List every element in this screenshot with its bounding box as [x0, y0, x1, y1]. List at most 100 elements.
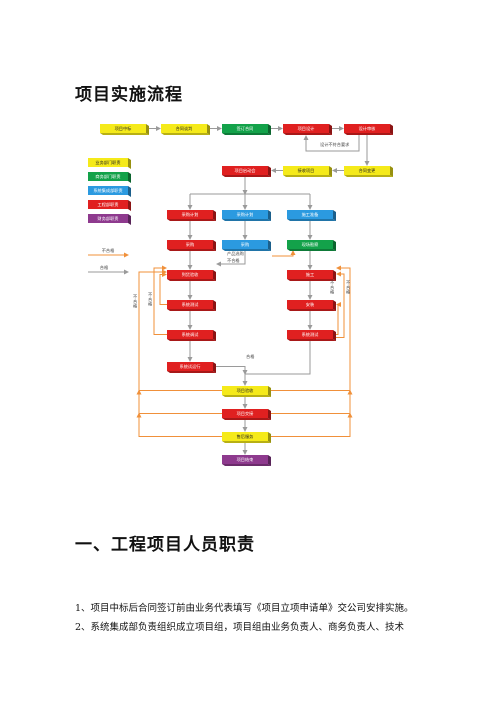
legend-item: 业务部门职责 [88, 158, 131, 169]
flow-box-test1: 系统测试 [167, 300, 216, 311]
flow-box-after: 售后服务 [222, 432, 271, 443]
legend-swatch [88, 200, 128, 209]
flow-box-label: 系统调试 [182, 331, 200, 338]
flow-box-label: 到货验收 [182, 271, 200, 278]
flow-connector [216, 251, 246, 267]
note-reject-right-1: 不合格 [330, 280, 335, 296]
legend-swatch [88, 172, 128, 181]
section-heading: 一、工程项目人员职责 [75, 535, 255, 555]
flow-box-construct: 施工 [287, 270, 336, 281]
note-design-not-compliant: 设计不符合要求 [320, 141, 350, 148]
flow-box-accept: 项目验收 [222, 386, 271, 397]
note-pass: 合格 [246, 353, 255, 360]
flow-connector [271, 389, 353, 414]
flow-box-receive: 接收项目 [283, 166, 332, 177]
flow-box-label: 采购 [241, 241, 249, 248]
flow-box-exec-l: 采购 [167, 240, 216, 251]
flow-box-label: 系统测试 [302, 331, 320, 338]
flow-box-label: 采购计划 [182, 211, 199, 218]
flow-box-label: 现场勘察 [302, 241, 320, 248]
flow-box-kickoff: 项目启动会 [222, 166, 271, 177]
legend-label: 业务部门职责 [95, 159, 120, 166]
flow-box-proc-l: 采购计划 [167, 210, 216, 221]
flow-connector [272, 250, 296, 257]
flow-box-label: 项目交接 [237, 410, 255, 417]
flow-box-install: 安装 [287, 300, 336, 311]
flow-connector [138, 269, 222, 391]
flow-box-label: 项目设计 [298, 125, 315, 132]
flow-box-label: 项目启动会 [235, 167, 257, 174]
flow-box-label: 合同谈判 [176, 125, 193, 132]
legend-pass-label: 合格 [100, 264, 109, 271]
flow-box-label: 设计审核 [359, 125, 377, 132]
flow-connector [159, 272, 167, 305]
legend-item: 财务部职责 [88, 214, 131, 225]
flow-box-label: 接收项目 [298, 167, 315, 174]
flow-box-label: 采购计划 [237, 211, 254, 218]
paragraph-1: 1、项目中标后合同签订前由业务代表填写《项目立项申请单》交公司安排实施。 [75, 603, 414, 614]
flow-box-label: 项目验收 [237, 387, 255, 394]
flow-connector [242, 341, 311, 386]
note-reject-right-2: 不合格 [346, 280, 351, 296]
flow-connector [136, 412, 222, 437]
flow-box-label: 施工准备 [302, 211, 320, 218]
flow-box-trial: 系统试运行 [167, 362, 216, 373]
legend-swatch [88, 186, 128, 195]
legend-item: 系统集成部职责 [88, 186, 131, 197]
flow-box-sign: 签订合同 [222, 124, 271, 135]
flow-box-design: 项目设计 [283, 124, 332, 135]
legend-label: 商务部门职责 [95, 173, 120, 180]
flow-box-test3: 系统测试 [287, 330, 336, 341]
flow-box-label: 采购 [186, 241, 194, 248]
paragraph-2: 2、系统集成部负责组织成立项目组，项目组由业务负责人、商务负责人、技术 [75, 622, 405, 633]
flow-box-exec-m: 采购 [222, 240, 271, 251]
flow-connector [216, 366, 248, 375]
flow-box-exec-r: 现场勘察 [287, 240, 336, 251]
legend-label: 系统集成部职责 [93, 187, 122, 194]
flow-box-close: 项目结束 [222, 455, 271, 466]
flow-box-label: 系统测试 [182, 301, 200, 308]
flow-box-proc-r: 施工准备 [287, 210, 336, 221]
flow-box-contract: 合同谈判 [161, 124, 210, 135]
flow-connector [336, 271, 345, 338]
legend-item: 工程部职责 [88, 200, 131, 211]
flow-connector [271, 412, 353, 437]
flow-box-handover: 项目交接 [222, 409, 271, 420]
legend-item: 商务部门职责 [88, 172, 131, 183]
legend-label: 工程部职责 [98, 201, 119, 208]
legend-label: 财务部职责 [98, 215, 119, 222]
flow-box-proc-m: 采购计划 [222, 210, 271, 221]
flow-box-arrive: 到货验收 [167, 270, 216, 281]
note-product-selection: 产品选购 [227, 250, 244, 257]
flow-connectors-reject [136, 250, 353, 437]
note-reject-left-1: 不合格 [148, 292, 153, 308]
flow-connector [303, 135, 360, 152]
legend-reject-label: 不合格 [102, 247, 115, 254]
flow-box-label: 售后服务 [237, 433, 255, 440]
legend-swatch [88, 158, 128, 167]
flow-box-test2: 系统调试 [167, 330, 216, 341]
note-reject-purchase: 不合格 [227, 257, 240, 264]
flow-connector [271, 265, 351, 391]
note-reject-left-2: 不合格 [133, 294, 138, 310]
flow-box-label: 合同变更 [359, 167, 377, 174]
flow-connector [153, 265, 167, 335]
flow-connectors-pass [146, 126, 370, 455]
flow-box-win: 项目中标 [100, 124, 149, 135]
flow-box-review: 设计审核 [344, 124, 393, 135]
flow-box-label: 项目中标 [115, 125, 132, 132]
flow-box-label: 安装 [306, 301, 315, 308]
flow-box-label: 施工 [306, 271, 314, 278]
flow-connector [136, 389, 222, 414]
flow-box-change: 合同变更 [344, 166, 393, 177]
page-title: 项目实施流程 [75, 85, 183, 105]
flow-connector [336, 302, 341, 335]
flow-box-label: 系统试运行 [180, 363, 201, 370]
legend-swatch [88, 214, 128, 223]
flow-box-label: 项目结束 [237, 456, 255, 463]
flow-box-label: 签订合同 [237, 125, 254, 132]
